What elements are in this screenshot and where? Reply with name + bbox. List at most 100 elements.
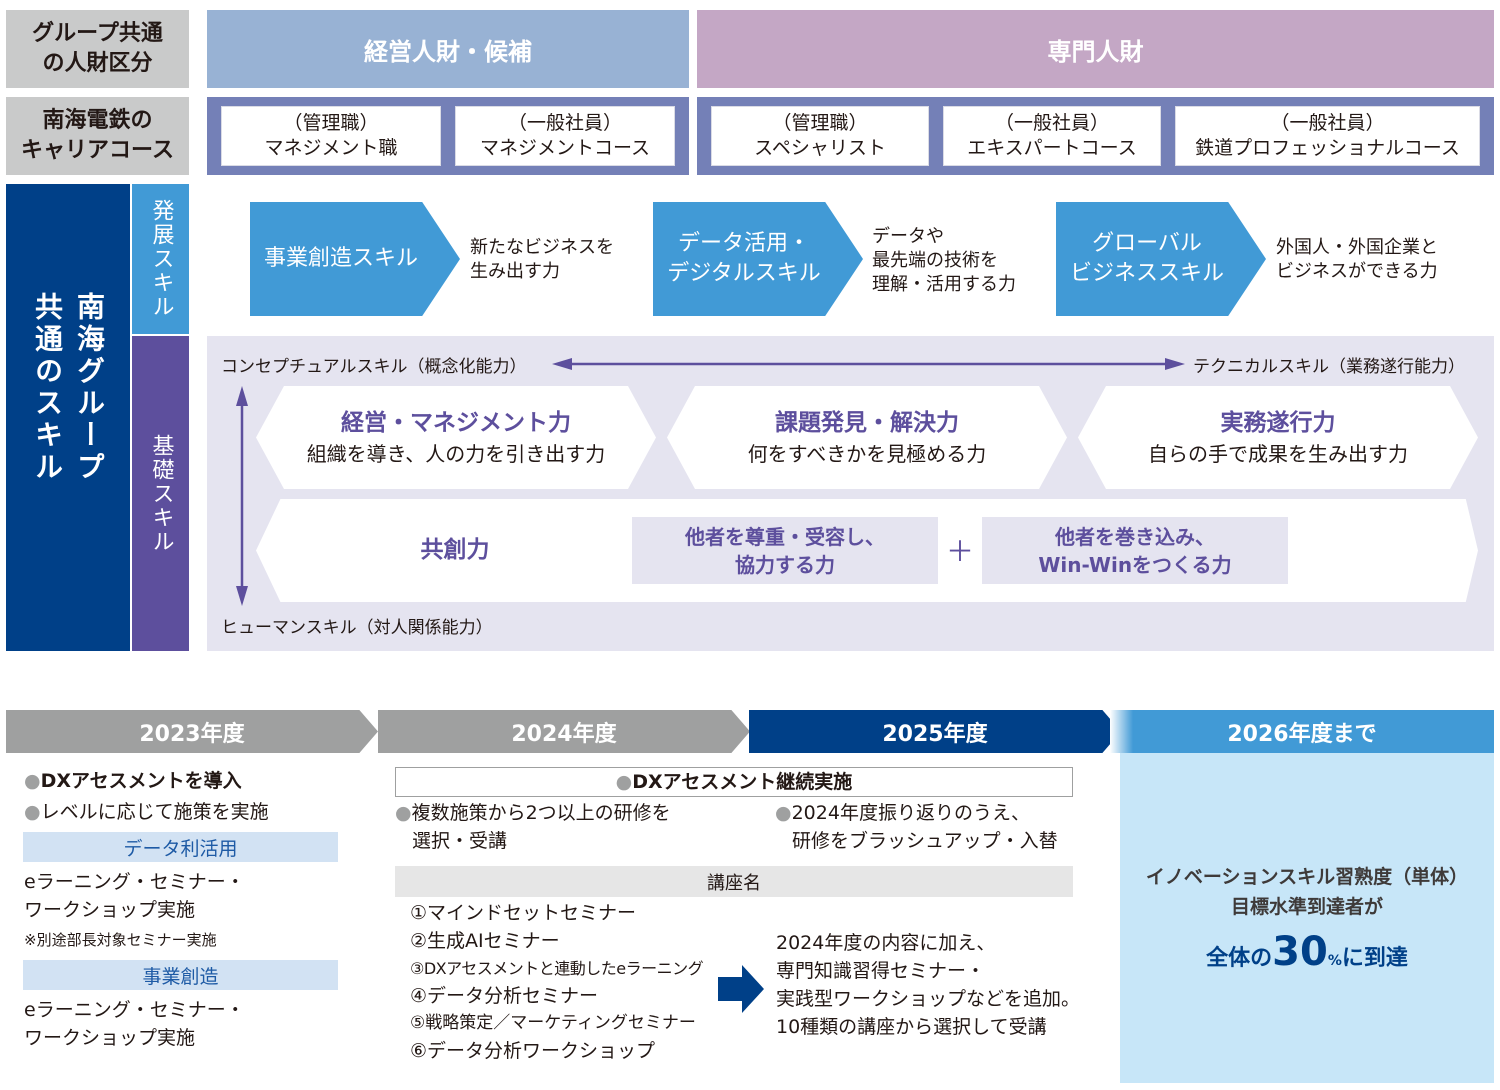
basic-skill-desc: 組織を導き、人の力を引き出す力 [306, 441, 606, 466]
course-type: （一般社員） [994, 112, 1109, 134]
goal-target: 全体の 30 % に到達 [1206, 930, 1408, 974]
timeline-year-label: 2025年度 [882, 721, 988, 747]
section-data-utilization: データ利活用 [23, 832, 338, 862]
bullet-2024-training: ●複数施策から2つ以上の研修を 選択・受講 [395, 799, 671, 855]
cocreation-respect-box: 他者を尊重・受容し、 協力する力 [632, 517, 938, 584]
bullet-text: 2024年度振り返りのうえ、 [791, 802, 1030, 824]
course-specialist: （管理職） スペシャリスト [711, 106, 929, 166]
addition-line: 10種類の講座から選択して受講 [776, 1016, 1047, 1038]
goal-suffix: に到達 [1341, 946, 1408, 971]
timeline-year-label: 2024年度 [511, 721, 617, 747]
course-item: ⑤戦略策定／マーケティングセミナー [410, 1013, 696, 1034]
dx-assessment-continued: ●DXアセスメント継続実施 [395, 767, 1073, 797]
course-type: （一般社員） [507, 112, 622, 134]
row-label-line: 南海電鉄の [42, 108, 153, 133]
desc-line: 生み出す力 [470, 261, 560, 282]
course-type: （管理職） [283, 112, 379, 134]
course-management-position: （管理職） マネジメント職 [221, 106, 441, 166]
course-name: エキスパートコース [967, 137, 1137, 159]
section-business-creation: 事業創造 [23, 960, 338, 990]
development-skills-text: 発展スキル [148, 199, 174, 319]
dev-skill-title: グローバル [1092, 231, 1202, 256]
goal-value: 30 [1272, 929, 1328, 975]
course-management-course: （一般社員） マネジメントコース [455, 106, 675, 166]
row-label-line: グループ共通 [32, 21, 163, 46]
row-label-line: キャリアコース [21, 138, 174, 163]
bullet-text: 選択・受講 [412, 830, 508, 852]
bullet-2025-review: ●2024年度振り返りのうえ、 研修をブラッシュアップ・入替 [775, 799, 1058, 855]
vertical-double-arrow [236, 386, 248, 606]
desc-line: 新たなビジネスを [470, 237, 614, 258]
course-item: ②生成AIセミナー [410, 929, 560, 952]
row-label-category: グループ共通 の人財区分 [6, 10, 189, 88]
course-item: ④データ分析セミナー [410, 984, 599, 1007]
dev-skill-title: デジタルスキル [667, 261, 821, 286]
axis-label-human: ヒューマンスキル（対人関係能力） [221, 618, 493, 638]
note-manager-seminar: ※別途部長対象セミナー実施 [24, 931, 217, 949]
basic-skills-text: 基礎スキル [148, 433, 174, 554]
group-common-skills-label: 南海グループ 共通のスキル [6, 184, 130, 651]
section-business-creation-body: eラーニング・セミナー・ ワークショップ実施 [24, 996, 245, 1052]
dev-skill-desc: 外国人・外国企業と ビジネスができる力 [1276, 236, 1438, 284]
group-label-col1: 南海グループ [73, 291, 106, 484]
course-name: 鉄道プロフェッショナルコース [1195, 137, 1460, 159]
dev-skill-business-creation: 事業創造スキル [250, 202, 460, 316]
basic-skills-label: 基礎スキル [132, 336, 189, 651]
desc-line: ビジネスができる力 [1276, 261, 1438, 282]
horizontal-double-arrow [552, 358, 1185, 370]
desc-line: 理解・活用する力 [872, 274, 1016, 295]
course-item: ③DXアセスメントと連動したeラーニング [410, 959, 704, 979]
dev-skill-title: データ活用・ [677, 231, 810, 256]
cocreation-line: Win-Winをつくる力 [1038, 552, 1232, 577]
bullet-icon: ● [24, 801, 41, 823]
timeline-2026-goal: 2026年度まで [1110, 710, 1494, 753]
basic-skill-problem-solving: 課題発見・解決力 何をすべきかを見極める力 [667, 386, 1067, 489]
basic-skill-management: 経営・マネジメント力 組織を導き、人の力を引き出す力 [256, 386, 656, 489]
addition-line: 専門知識習得セミナー・ [776, 960, 986, 982]
bullet-dx-assessment-intro: ●DXアセスメントを導入 [24, 767, 242, 795]
course-type: （管理職） [772, 112, 868, 134]
basic-skill-title: 経営・マネジメント力 [341, 409, 571, 436]
desc-line: 最先端の技術を [872, 250, 998, 271]
basic-skill-desc: 自らの手で成果を生み出す力 [1148, 441, 1408, 466]
dev-skill-desc: 新たなビジネスを 生み出す力 [470, 236, 614, 284]
dev-skill-global-business: グローバル ビジネススキル [1056, 202, 1266, 316]
right-arrow-icon [718, 965, 764, 1013]
basic-skill-title: 実務遂行力 [1220, 409, 1336, 436]
cocreation-title: 共創力 [420, 537, 490, 563]
axis-label-technical: テクニカルスキル（業務遂行能力） [1193, 357, 1465, 377]
category-specialist: 専門人財 [697, 10, 1494, 88]
timeline-year-label: 2026年度まで [1227, 721, 1377, 747]
basic-skill-desc: 何をすべきかを見極める力 [747, 441, 987, 466]
bullet-level-measures: ●レベルに応じて施策を実施 [24, 798, 269, 826]
bullet-icon: ● [775, 802, 792, 824]
row-label-line: の人財区分 [42, 51, 153, 76]
category-management: 経営人財・候補 [207, 10, 689, 88]
bullet-text: DXアセスメント継続実施 [632, 771, 853, 793]
cocreation-line: 協力する力 [735, 552, 835, 577]
bullet-icon: ● [615, 771, 633, 793]
course-item: ⑥データ分析ワークショップ [410, 1039, 656, 1062]
development-skills-label: 発展スキル [132, 184, 189, 334]
dev-skill-title: ビジネススキル [1069, 261, 1224, 286]
plus-icon: ＋ [945, 535, 974, 568]
cocreation-line: 他者を巻き込み、 [1055, 524, 1215, 549]
dev-skill-desc: データや 最先端の技術を 理解・活用する力 [872, 225, 1016, 297]
axis-label-conceptual: コンセプチュアルスキル（概念化能力） [221, 357, 527, 377]
additions-2025: 2024年度の内容に加え、 専門知識習得セミナー・ 実践型ワークショップなどを追… [776, 929, 1080, 1041]
group-label-col2: 共通のスキル [31, 291, 64, 484]
course-expert: （一般社員） エキスパートコース [943, 106, 1161, 166]
row-label-career: 南海電鉄の キャリアコース [6, 97, 189, 175]
goal-box: イノベーションスキル習熟度（単体） 目標水準到達者が 全体の 30 % に到達 [1120, 753, 1494, 1083]
goal-line1: イノベーションスキル習熟度（単体） [1145, 866, 1469, 888]
desc-line: データや [872, 226, 944, 247]
body-line: eラーニング・セミナー・ [24, 999, 245, 1021]
category-management-label: 経営人財・候補 [364, 37, 532, 66]
timeline-2025: 2025年度 [749, 710, 1121, 753]
bullet-text: 研修をブラッシュアップ・入替 [792, 830, 1058, 852]
bullet-text: DXアセスメントを導入 [40, 770, 242, 792]
course-name: スペシャリスト [754, 137, 886, 159]
body-line: ワークショップ実施 [24, 899, 196, 921]
addition-line: 実践型ワークショップなどを追加。 [776, 988, 1081, 1010]
addition-line: 2024年度の内容に加え、 [776, 932, 996, 954]
